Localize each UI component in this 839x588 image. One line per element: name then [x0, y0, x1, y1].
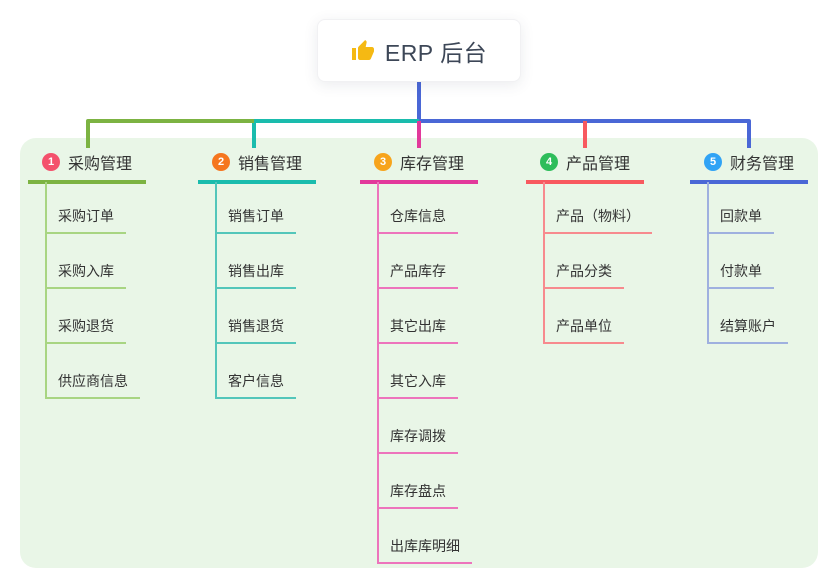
- node-stock-transfer[interactable]: 库存调拨: [377, 426, 458, 454]
- node-stock-taking[interactable]: 库存盘点: [377, 481, 458, 509]
- node-outbound-detail[interactable]: 出库库明细: [377, 536, 472, 564]
- branch-purchase-title[interactable]: 1 采购管理: [28, 150, 147, 184]
- node-receipt-bill[interactable]: 回款单: [707, 206, 774, 234]
- branch-product: 4 产品管理 产品（物料） 产品分类 产品单位: [526, 150, 652, 344]
- node-product-category[interactable]: 产品分类: [543, 261, 624, 289]
- mindmap-background-panel: [20, 138, 818, 568]
- node-purchase-order[interactable]: 采购订单: [45, 206, 126, 234]
- node-other-inbound[interactable]: 其它入库: [377, 371, 458, 399]
- branch-child-line: [45, 182, 47, 399]
- branch-number-badge: 4: [540, 153, 558, 171]
- branch-product-title[interactable]: 4 产品管理: [526, 150, 645, 184]
- node-supplier-info[interactable]: 供应商信息: [45, 371, 140, 399]
- branch-number-badge: 2: [212, 153, 230, 171]
- node-warehouse-info[interactable]: 仓库信息: [377, 206, 458, 234]
- node-other-outbound[interactable]: 其它出库: [377, 316, 458, 344]
- node-customer-info[interactable]: 客户信息: [215, 371, 296, 399]
- node-purchase-inbound[interactable]: 采购入库: [45, 261, 126, 289]
- branch-finance: 5 财务管理 回款单 付款单 结算账户: [690, 150, 809, 344]
- thumbs-up-icon: [351, 39, 374, 60]
- branch-label: 库存管理: [400, 156, 465, 173]
- node-sales-outbound[interactable]: 销售出库: [215, 261, 296, 289]
- node-settlement-account[interactable]: 结算账户: [707, 316, 788, 344]
- node-product-material[interactable]: 产品（物料）: [543, 206, 652, 234]
- root-node-title: ERP 后台: [384, 39, 488, 66]
- branch-sales: 2 销售管理 销售订单 销售出库 销售退货 客户信息: [198, 150, 317, 399]
- node-sales-order[interactable]: 销售订单: [215, 206, 296, 234]
- branch-inventory: 3 库存管理 仓库信息 产品库存 其它出库 其它入库 库存调拨 库存盘点 出库库…: [360, 150, 479, 564]
- branch-purchase: 1 采购管理 采购订单 采购入库 采购退货 供应商信息: [28, 150, 147, 399]
- root-node-erp[interactable]: ERP 后台: [317, 19, 521, 82]
- branch-child-line: [377, 182, 379, 564]
- node-product-unit[interactable]: 产品单位: [543, 316, 624, 344]
- branch-number-badge: 3: [374, 153, 392, 171]
- node-payment-bill[interactable]: 付款单: [707, 261, 774, 289]
- branch-inventory-title[interactable]: 3 库存管理: [360, 150, 479, 184]
- branch-label: 财务管理: [730, 156, 795, 173]
- branch-child-line: [707, 182, 709, 344]
- branch-label: 销售管理: [238, 156, 303, 173]
- branch-sales-title[interactable]: 2 销售管理: [198, 150, 317, 184]
- branch-finance-title[interactable]: 5 财务管理: [690, 150, 809, 184]
- node-sales-return[interactable]: 销售退货: [215, 316, 296, 344]
- branch-label: 采购管理: [68, 156, 133, 173]
- node-product-stock[interactable]: 产品库存: [377, 261, 458, 289]
- branch-number-badge: 5: [704, 153, 722, 171]
- branch-label: 产品管理: [566, 156, 631, 173]
- branch-number-badge: 1: [42, 153, 60, 171]
- branch-child-line: [543, 182, 545, 344]
- branch-child-line: [215, 182, 217, 399]
- node-purchase-return[interactable]: 采购退货: [45, 316, 126, 344]
